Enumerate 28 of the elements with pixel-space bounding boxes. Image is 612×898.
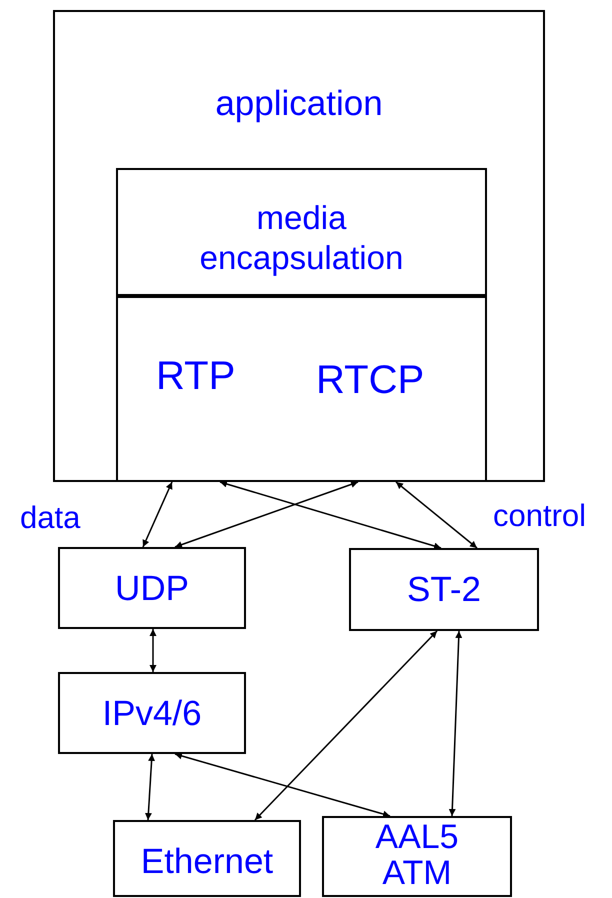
double-arrow (174, 752, 390, 818)
side-label: data (20, 499, 80, 537)
double-arrow (144, 754, 156, 820)
double-arrow (150, 629, 156, 672)
node-label: AAL5 ATM (374, 818, 460, 892)
node-label: ST-2 (406, 569, 482, 611)
double-arrow (448, 630, 462, 816)
double-arrow (174, 481, 358, 548)
layer-box (53, 10, 545, 482)
protocol-box (58, 547, 246, 629)
protocol-box (58, 672, 246, 754)
layer-box (116, 168, 487, 296)
node-label: application (214, 83, 384, 125)
node-label: media encapsulation (198, 198, 404, 278)
protocol-box (322, 816, 512, 897)
double-arrow (142, 482, 173, 548)
node-label: RTCP (316, 357, 424, 404)
node-label: RTP (156, 353, 236, 400)
node-label: IPv4/6 (101, 693, 203, 735)
double-arrow (254, 630, 438, 821)
protocol-box (113, 820, 301, 897)
double-arrow (396, 481, 478, 549)
node-label: UDP (114, 568, 190, 610)
double-arrow (220, 480, 442, 550)
node-label: Ethernet (140, 841, 274, 883)
side-label: control (493, 497, 586, 535)
protocol-box (349, 548, 539, 631)
protocol-box (116, 296, 487, 482)
